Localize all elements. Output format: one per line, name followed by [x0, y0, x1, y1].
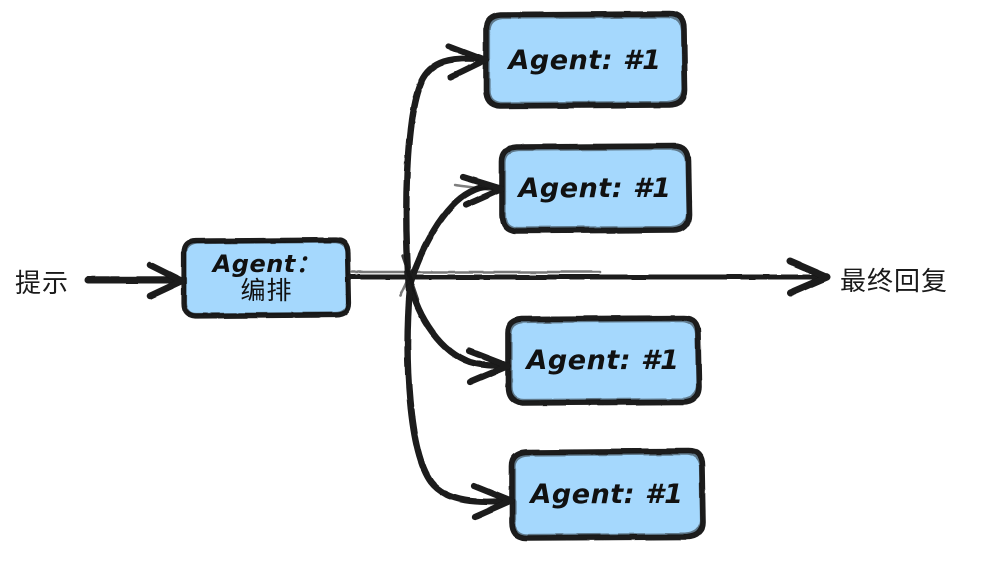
- edge-hub-to-agent-3: [406, 279, 512, 386]
- edge-hub-to-agent-1: [403, 42, 490, 294]
- fanout-hub-marks: [398, 254, 420, 302]
- agent-node-2-shape[interactable]: [499, 143, 692, 234]
- edge-prompt-to-orchestrator: [84, 261, 186, 300]
- edge-hub-to-agent-4: [404, 283, 515, 521]
- orchestrator-node-shape[interactable]: [181, 237, 352, 319]
- final-reply-label: 最终回复: [840, 267, 949, 297]
- agent-node-4-shape[interactable]: [509, 448, 706, 541]
- prompt-label: 提示: [15, 269, 70, 299]
- agent-node-3-shape[interactable]: [505, 315, 702, 406]
- edge-orchestrator-to-final-reply: [346, 257, 831, 297]
- edge-hub-to-agent-2: [406, 173, 506, 289]
- agent-node-1-shape[interactable]: [483, 11, 688, 109]
